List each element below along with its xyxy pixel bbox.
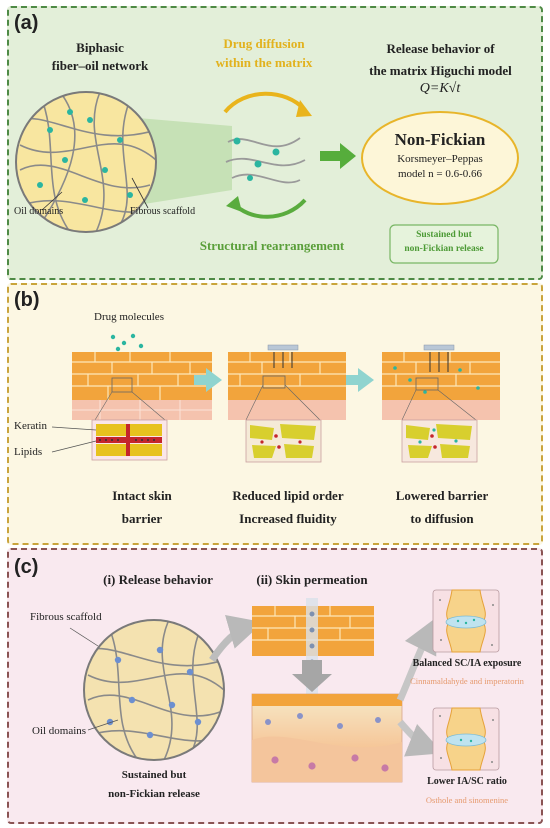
fibrous-scaffold-label-a: Fibrous scaffold (130, 206, 196, 217)
permeation-down-arrow (292, 660, 332, 692)
nonfickian-line2: model n = 0.6-0.66 (397, 168, 483, 180)
release-model-line1: Release behavior of (386, 41, 495, 56)
step2-line1: Reduced lipid order (232, 488, 344, 503)
skin-block-1 (72, 352, 212, 421)
skin-block-3 (382, 344, 500, 421)
permeation-heading: (ii) Skin permeation (256, 572, 368, 587)
step1-line1: Intact skin (112, 488, 172, 503)
release-heading: (i) Release behavior (103, 572, 213, 587)
drug-molecules-b (110, 333, 144, 352)
drug-dots-a (233, 137, 280, 181)
permeation-skin-bottom (251, 693, 403, 783)
joint-top (432, 589, 500, 653)
diffusion-line1: Drug diffusion (223, 36, 305, 51)
sustained-c-line2: non-Fickian release (108, 788, 200, 800)
transition-arrow-1 (194, 368, 222, 392)
sustained-c-line1: Sustained but (121, 769, 187, 781)
sustained-a-line2: non-Fickian release (404, 244, 484, 254)
to-joint-bottom-arrow (397, 719, 443, 757)
step3-line2: to diffusion (410, 511, 474, 526)
result-arrow (340, 143, 356, 169)
lipid-inset-2 (245, 419, 322, 463)
lipid-inset-3 (401, 419, 478, 463)
balanced-title: Balanced SC/IA exposure (412, 658, 522, 669)
rearrangement-label: Structural rearrangement (199, 238, 345, 253)
network-title-line2: fiber–oil network (51, 58, 149, 73)
keratin-label: Keratin (14, 420, 47, 432)
panel-b-label: (b) (14, 289, 40, 311)
release-model-line2: the matrix Higuchi model (369, 63, 512, 78)
sustained-box (389, 224, 499, 264)
rearrangement-arrow (230, 198, 307, 219)
fibrous-scaffold-label-c: Fibrous scaffold (30, 611, 102, 623)
magnification-cone (138, 118, 232, 205)
to-joint-top-arrow (396, 617, 437, 702)
balanced-compounds: Cinnamaldahyde and imperatorin (410, 676, 524, 686)
oil-domains-label-c: Oil domains (32, 725, 87, 737)
drug-molecules-label: Drug molecules (94, 311, 164, 323)
panel-c-label: (c) (14, 556, 39, 578)
scaffold-circle-c (84, 620, 224, 760)
lipids-label: Lipids (14, 446, 43, 458)
diffusion-arrow (223, 91, 307, 114)
to-skin-arrow (209, 614, 264, 662)
lower-title: Lower IA/SC ratio (427, 776, 507, 787)
nonfickian-line1: Korsmeyer–Peppas (397, 153, 483, 165)
lipid-inset-1 (91, 419, 168, 461)
oil-domains-label-a: Oil domains (14, 206, 64, 217)
panel-a-label: (a) (14, 12, 39, 34)
nonfickian-title: Non-Fickian (394, 130, 486, 149)
fiber-detail (225, 137, 306, 184)
step2-line2: Increased fluidity (239, 511, 337, 526)
network-title-line1: Biphasic (76, 40, 124, 55)
sustained-a-line1: Sustained but (416, 230, 472, 240)
lower-compounds: Osthole and sinomenine (425, 795, 509, 805)
nonfickian-ellipse (361, 111, 519, 205)
skin-block-2 (228, 344, 346, 421)
transition-arrow-2 (346, 368, 374, 392)
diffusion-line2: within the matrix (215, 55, 313, 70)
joint-bottom (432, 707, 500, 771)
higuchi-equation: Q=K√t (419, 81, 461, 96)
step3-line1: Lowered barrier (395, 488, 489, 503)
step1-line2: barrier (121, 511, 163, 526)
